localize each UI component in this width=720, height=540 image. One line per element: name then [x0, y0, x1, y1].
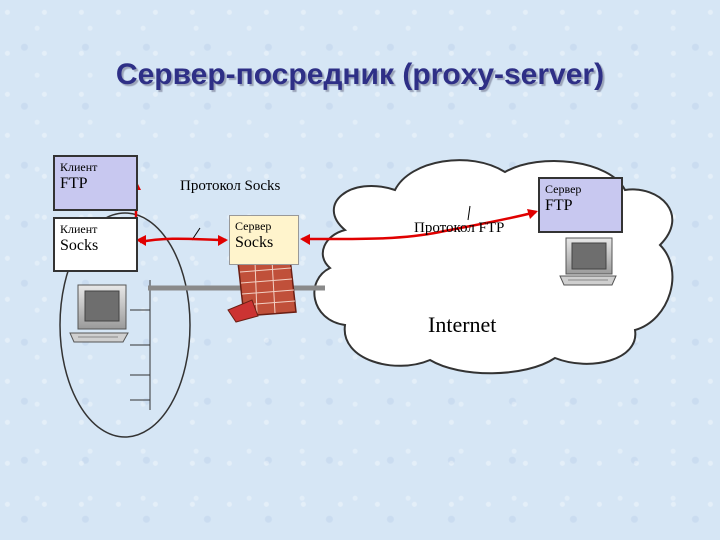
lan-bus: [130, 280, 151, 410]
arrowhead-proxy-left: [218, 235, 228, 246]
socks-protocol-label: Протокол Socks: [180, 178, 281, 194]
server-computer-icon: [559, 237, 617, 286]
ftp-protocol-label: Протокол FTP: [414, 220, 505, 236]
ftp-server-role: Сервер: [545, 182, 582, 196]
socks-client-protocol: Socks: [60, 236, 99, 254]
arrowhead-ftp-server: [527, 209, 538, 219]
socks-server-role: Сервер: [235, 219, 272, 233]
ftp-server-box: Сервер FTP: [538, 177, 623, 233]
ftp-client-box: Клиент FTP: [53, 155, 138, 211]
connection-arrowheads: [131, 180, 538, 246]
client-computer-icon: [69, 284, 129, 343]
firewall-icon: [227, 257, 297, 323]
socks-server-protocol: Socks: [235, 233, 274, 251]
socks-server-box: Сервер Socks: [229, 215, 299, 265]
socks-client-role: Клиент: [60, 222, 98, 236]
ftp-protocol-pointer: [467, 205, 471, 221]
arrowhead-socks-client: [136, 235, 146, 246]
ftp-server-protocol: FTP: [545, 196, 573, 214]
ftp-client-protocol: FTP: [60, 174, 88, 192]
local-network-ellipse: [59, 212, 191, 438]
socks-client-box: Клиент Socks: [53, 217, 138, 272]
ftp-client-role: Клиент: [60, 160, 98, 174]
proxy-to-ftp-server-link: [301, 210, 537, 241]
socks-client-to-proxy-link: [139, 237, 227, 244]
internet-label: Internet: [428, 312, 497, 337]
slide-title: Сервер-посредник (proxy-server): [115, 58, 605, 91]
arrowhead-proxy-right: [300, 234, 310, 245]
